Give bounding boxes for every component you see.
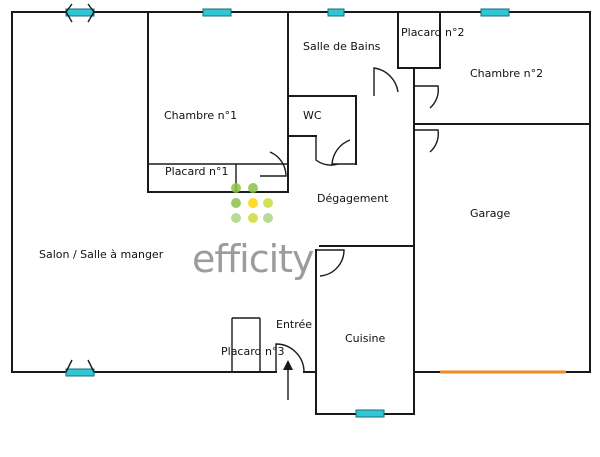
logo-dot [231,183,241,193]
label-wc: WC [303,109,322,122]
label-salle-de-bains: Salle de Bains [303,40,381,53]
logo-dot [248,183,258,193]
window-chambre2 [480,8,510,17]
windows [65,3,510,418]
entrance-arrow-icon [283,360,293,400]
label-placard1: Placard n°1 [165,165,229,178]
room-labels: Salon / Salle à manger Chambre n°1 Placa… [39,26,543,358]
efficity-logo: efficity [192,183,315,281]
window-salon-bottom [65,359,95,377]
label-garage: Garage [470,207,511,220]
label-degagement: Dégagement [317,192,389,205]
logo-dot [231,213,241,223]
logo-dot [248,198,258,208]
watermark-text: efficity [192,237,314,281]
label-chambre2: Chambre n°2 [470,67,543,80]
window-salon-top [65,3,95,23]
label-chambre1: Chambre n°1 [164,109,237,122]
logo-dot [263,213,273,223]
label-entree: Entrée [276,318,312,331]
window-salle-de-bains [327,8,345,17]
window-chambre1 [202,8,232,17]
label-cuisine: Cuisine [345,332,385,345]
label-salon: Salon / Salle à manger [39,248,164,261]
label-placard2: Placard n°2 [401,26,465,39]
door-swings [260,67,440,373]
window-cuisine [355,409,385,418]
logo-dot [231,198,241,208]
label-placard3: Placard n°3 [221,345,285,358]
logo-dot [263,198,273,208]
logo-dot [248,213,258,223]
